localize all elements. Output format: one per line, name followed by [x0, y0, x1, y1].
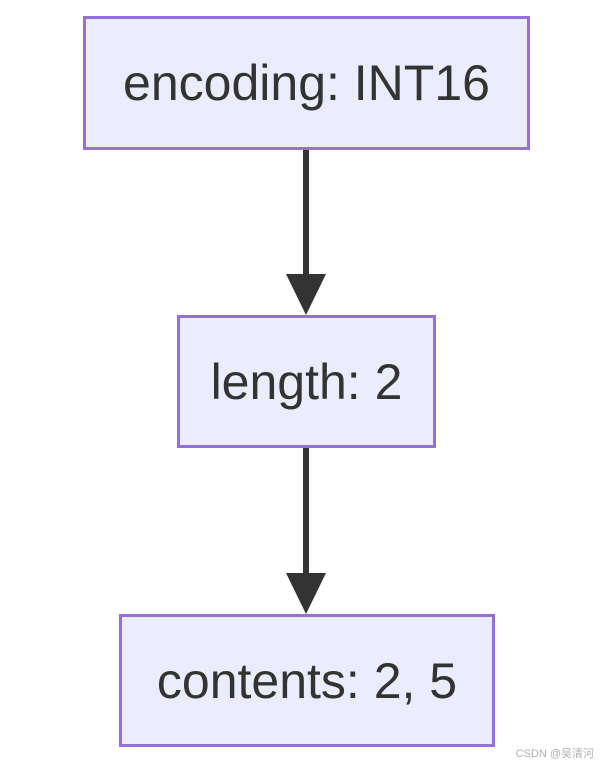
node-label: length: 2 — [210, 353, 403, 410]
edge-encoding-to-length — [286, 150, 326, 315]
edge-length-to-contents — [286, 448, 326, 614]
node-contents[interactable]: contents: 2, 5 — [119, 614, 495, 747]
watermark: CSDN @吴清河 — [515, 748, 594, 760]
arrowhead-icon — [286, 274, 326, 315]
node-label: contents: 2, 5 — [156, 652, 458, 709]
node-label: encoding: INT16 — [123, 55, 490, 111]
arrowhead-icon — [286, 573, 326, 614]
node-length[interactable]: length: 2 — [177, 315, 436, 448]
node-encoding[interactable]: encoding: INT16 — [83, 16, 530, 150]
